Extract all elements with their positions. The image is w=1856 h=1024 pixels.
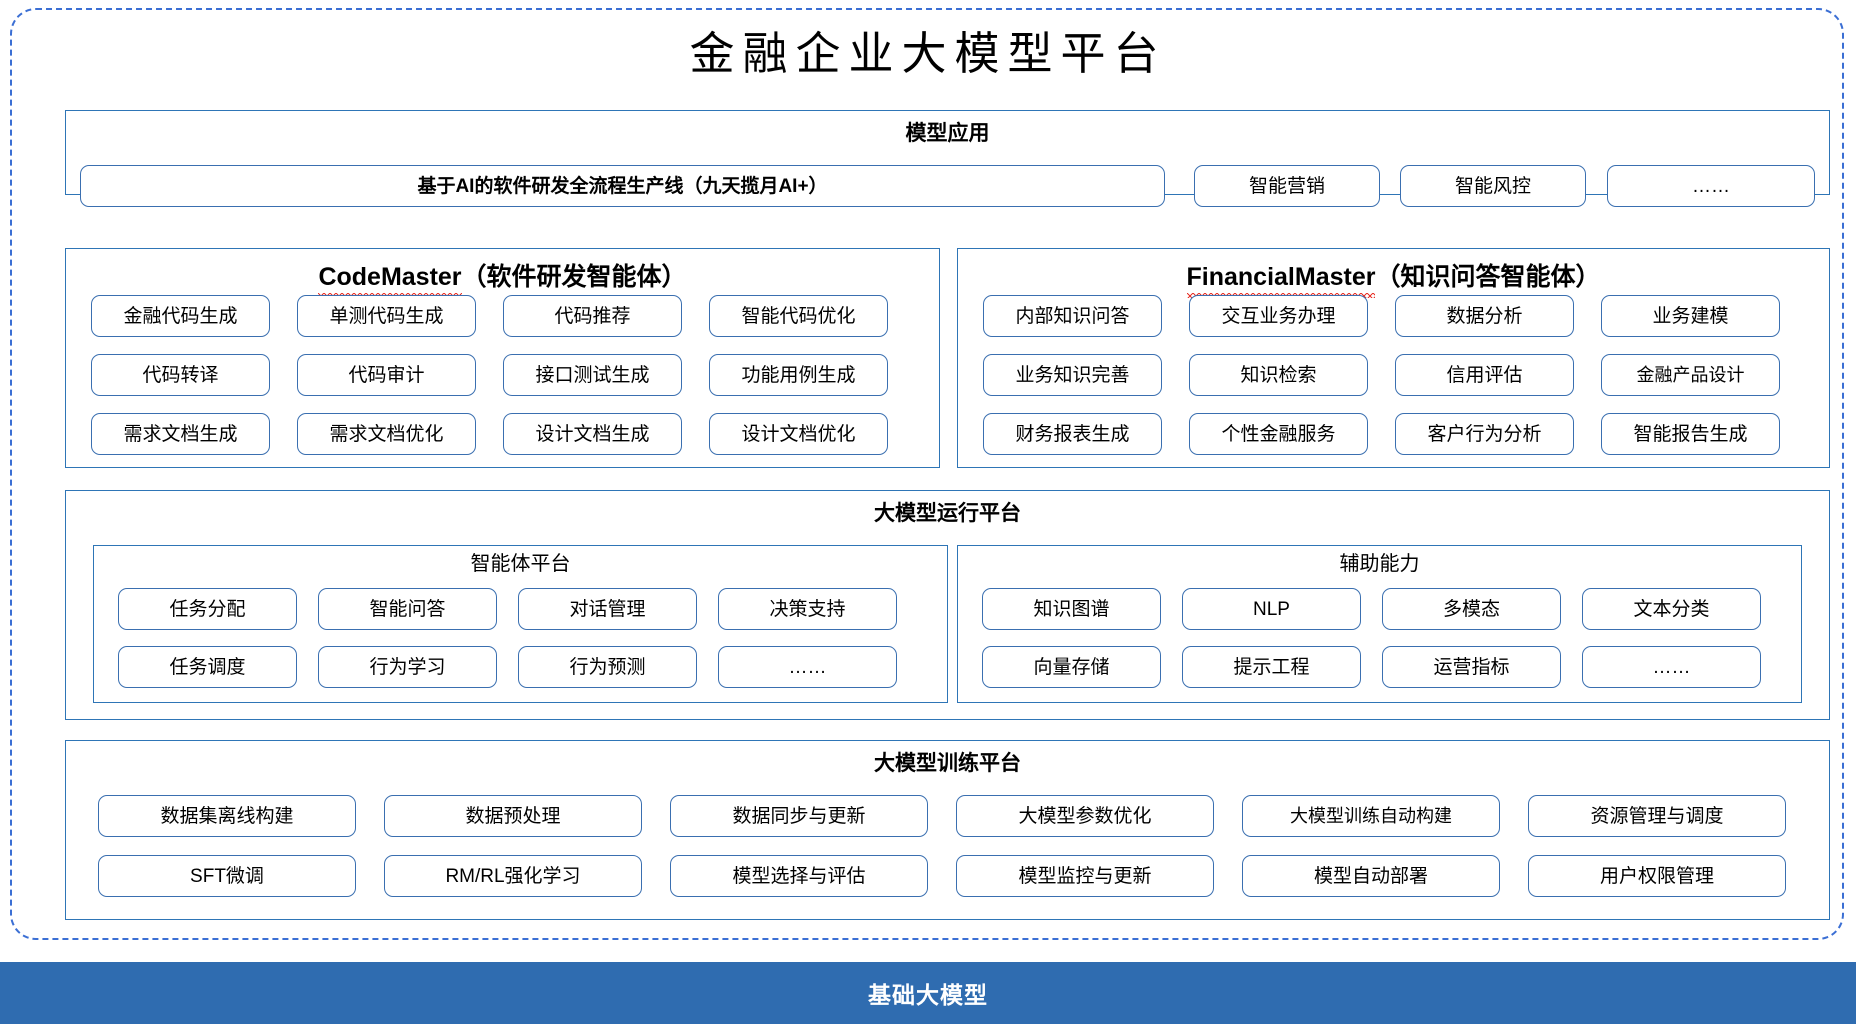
code-master-item-2[interactable]: 代码推荐: [503, 295, 682, 337]
financial-master-item-4[interactable]: 业务知识完善: [983, 354, 1162, 396]
agent-platform-item-4[interactable]: 任务调度: [118, 646, 297, 688]
support-capability-title: 辅助能力: [1339, 553, 1420, 575]
financial-master-item-3[interactable]: 业务建模: [1601, 295, 1780, 337]
support-capability-item-3[interactable]: 文本分类: [1582, 588, 1761, 630]
financial-master-item-11[interactable]: 智能报告生成: [1601, 413, 1780, 455]
code-master-item-9[interactable]: 需求文档优化: [297, 413, 476, 455]
model-application-title: 模型应用: [905, 122, 990, 145]
financial-master-header: FinancialMaster（知识问答智能体）: [958, 257, 1829, 298]
support-capability-item-1[interactable]: NLP: [1182, 588, 1361, 630]
app-item-0[interactable]: 智能营销: [1194, 165, 1380, 207]
code-master-item-0[interactable]: 金融代码生成: [91, 295, 270, 337]
training-item-8[interactable]: 模型选择与评估: [670, 855, 928, 897]
financial-master-item-1[interactable]: 交互业务办理: [1189, 295, 1368, 337]
financial-master-item-9[interactable]: 个性金融服务: [1189, 413, 1368, 455]
agent-platform-item-7[interactable]: ……: [718, 646, 897, 688]
code-master-item-8[interactable]: 需求文档生成: [91, 413, 270, 455]
agent-platform-item-1[interactable]: 智能问答: [318, 588, 497, 630]
code-master-item-6[interactable]: 接口测试生成: [503, 354, 682, 396]
support-capability-item-7[interactable]: ……: [1582, 646, 1761, 688]
app-item-ai-pipeline[interactable]: 基于AI的软件研发全流程生产线（九天揽月AI+）: [80, 165, 1165, 207]
training-item-10[interactable]: 模型自动部署: [1242, 855, 1500, 897]
financial-master-item-8[interactable]: 财务报表生成: [983, 413, 1162, 455]
support-capability-item-4[interactable]: 向量存储: [982, 646, 1161, 688]
financial-master-item-5[interactable]: 知识检索: [1189, 354, 1368, 396]
code-master-item-10[interactable]: 设计文档生成: [503, 413, 682, 455]
app-item-1[interactable]: 智能风控: [1400, 165, 1586, 207]
training-item-7[interactable]: RM/RL强化学习: [384, 855, 642, 897]
code-master-item-4[interactable]: 代码转译: [91, 354, 270, 396]
foundation-model-bar: 基础大模型: [0, 962, 1856, 1024]
code-master-item-7[interactable]: 功能用例生成: [709, 354, 888, 396]
support-capability-item-2[interactable]: 多模态: [1382, 588, 1561, 630]
training-platform-title: 大模型训练平台: [874, 752, 1021, 775]
financial-master-item-7[interactable]: 金融产品设计: [1601, 354, 1780, 396]
agent-platform-title: 智能体平台: [470, 553, 571, 575]
code-master-item-11[interactable]: 设计文档优化: [709, 413, 888, 455]
agent-platform-item-2[interactable]: 对话管理: [518, 588, 697, 630]
outer-dashed-frame: [10, 8, 1844, 940]
financial-master-item-2[interactable]: 数据分析: [1395, 295, 1574, 337]
training-item-3[interactable]: 大模型参数优化: [956, 795, 1214, 837]
page-title: 金融企业大模型平台: [689, 29, 1167, 79]
training-item-2[interactable]: 数据同步与更新: [670, 795, 928, 837]
agent-platform-item-5[interactable]: 行为学习: [318, 646, 497, 688]
training-item-5[interactable]: 资源管理与调度: [1528, 795, 1786, 837]
code-master-header: CodeMaster（软件研发智能体）: [66, 257, 939, 298]
financial-master-item-6[interactable]: 信用评估: [1395, 354, 1574, 396]
training-item-6[interactable]: SFT微调: [98, 855, 356, 897]
training-item-11[interactable]: 用户权限管理: [1528, 855, 1786, 897]
support-capability-item-5[interactable]: 提示工程: [1182, 646, 1361, 688]
code-master-name: CodeMaster: [318, 263, 462, 298]
financial-master-subtitle: （知识问答智能体）: [1375, 263, 1601, 291]
app-item-2[interactable]: ……: [1607, 165, 1815, 207]
training-item-1[interactable]: 数据预处理: [384, 795, 642, 837]
training-item-4[interactable]: 大模型训练自动构建: [1242, 795, 1500, 837]
financial-master-item-10[interactable]: 客户行为分析: [1395, 413, 1574, 455]
support-capability-item-0[interactable]: 知识图谱: [982, 588, 1161, 630]
code-master-item-3[interactable]: 智能代码优化: [709, 295, 888, 337]
runtime-platform-title: 大模型运行平台: [874, 502, 1021, 525]
foundation-model-label: 基础大模型: [868, 982, 988, 1008]
code-master-item-1[interactable]: 单测代码生成: [297, 295, 476, 337]
training-item-9[interactable]: 模型监控与更新: [956, 855, 1214, 897]
training-item-0[interactable]: 数据集离线构建: [98, 795, 356, 837]
financial-master-name: FinancialMaster: [1186, 263, 1375, 298]
financial-master-item-0[interactable]: 内部知识问答: [983, 295, 1162, 337]
code-master-subtitle: （软件研发智能体）: [461, 263, 687, 291]
agent-platform-item-3[interactable]: 决策支持: [718, 588, 897, 630]
code-master-item-5[interactable]: 代码审计: [297, 354, 476, 396]
agent-platform-item-0[interactable]: 任务分配: [118, 588, 297, 630]
support-capability-item-6[interactable]: 运营指标: [1382, 646, 1561, 688]
agent-platform-item-6[interactable]: 行为预测: [518, 646, 697, 688]
